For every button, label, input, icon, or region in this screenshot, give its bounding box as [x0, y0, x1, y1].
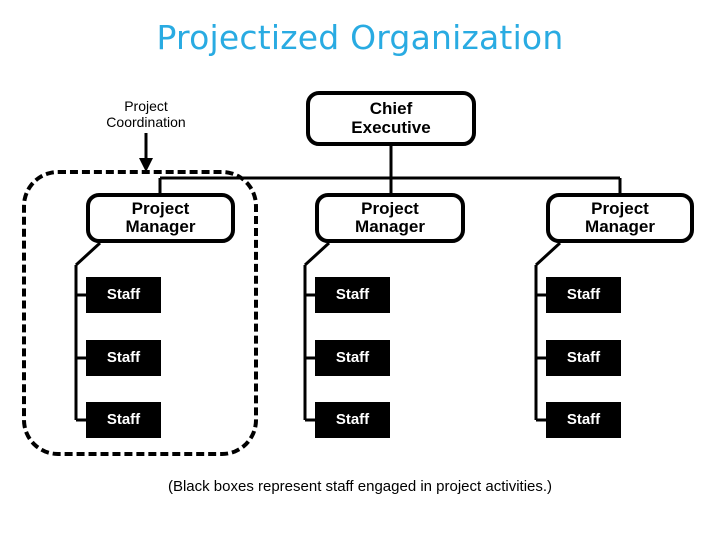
- node-staff-col-2-row-3-label: Staff: [335, 410, 370, 428]
- node-staff-col-3-row-1-label: Staff: [566, 285, 601, 303]
- node-staff-col-2-row-1[interactable]: Staff: [315, 277, 390, 313]
- node-project-manager-3-label: Project Manager: [585, 198, 655, 236]
- node-project-manager-1-label: Project Manager: [125, 198, 196, 236]
- node-staff-col-3-row-3[interactable]: Staff: [546, 402, 621, 438]
- down-arrow-icon: [139, 133, 153, 172]
- diagram-caption: (Black boxes represent staff engaged in …: [167, 478, 553, 495]
- node-staff-col-2-row-2[interactable]: Staff: [315, 340, 390, 376]
- node-project-manager-2-label: Project Manager: [355, 198, 425, 236]
- node-staff-col-3-row-2-label: Staff: [566, 348, 601, 366]
- node-staff-col-1-row-1[interactable]: Staff: [86, 277, 161, 313]
- node-staff-col-3-row-3-label: Staff: [566, 410, 601, 428]
- wire-diagonal-col-2: [303, 241, 331, 267]
- node-staff-col-1-row-3-label: Staff: [106, 410, 141, 428]
- node-staff-col-1-row-3[interactable]: Staff: [86, 402, 161, 438]
- node-staff-col-3-row-2[interactable]: Staff: [546, 340, 621, 376]
- node-staff-col-1-row-1-label: Staff: [106, 285, 141, 303]
- node-staff-col-1-row-2-label: Staff: [106, 348, 141, 366]
- page-title: Projectized Organization: [156, 18, 564, 57]
- node-project-manager-3[interactable]: Project Manager: [546, 193, 694, 243]
- node-project-manager-2[interactable]: Project Manager: [315, 193, 465, 243]
- node-staff-col-2-row-1-label: Staff: [335, 285, 370, 303]
- project-boundary-dashed: [22, 170, 258, 456]
- node-chief-executive[interactable]: Chief Executive: [306, 91, 476, 146]
- node-staff-col-3-row-1[interactable]: Staff: [546, 277, 621, 313]
- wire-diagonal-col-3: [534, 241, 562, 267]
- project-coordination-label: Project Coordination: [106, 98, 186, 131]
- node-project-manager-1[interactable]: Project Manager: [86, 193, 235, 243]
- node-staff-col-2-row-2-label: Staff: [335, 348, 370, 366]
- node-staff-col-1-row-2[interactable]: Staff: [86, 340, 161, 376]
- node-chief-executive-label: Chief Executive: [351, 99, 431, 137]
- node-staff-col-2-row-3[interactable]: Staff: [315, 402, 390, 438]
